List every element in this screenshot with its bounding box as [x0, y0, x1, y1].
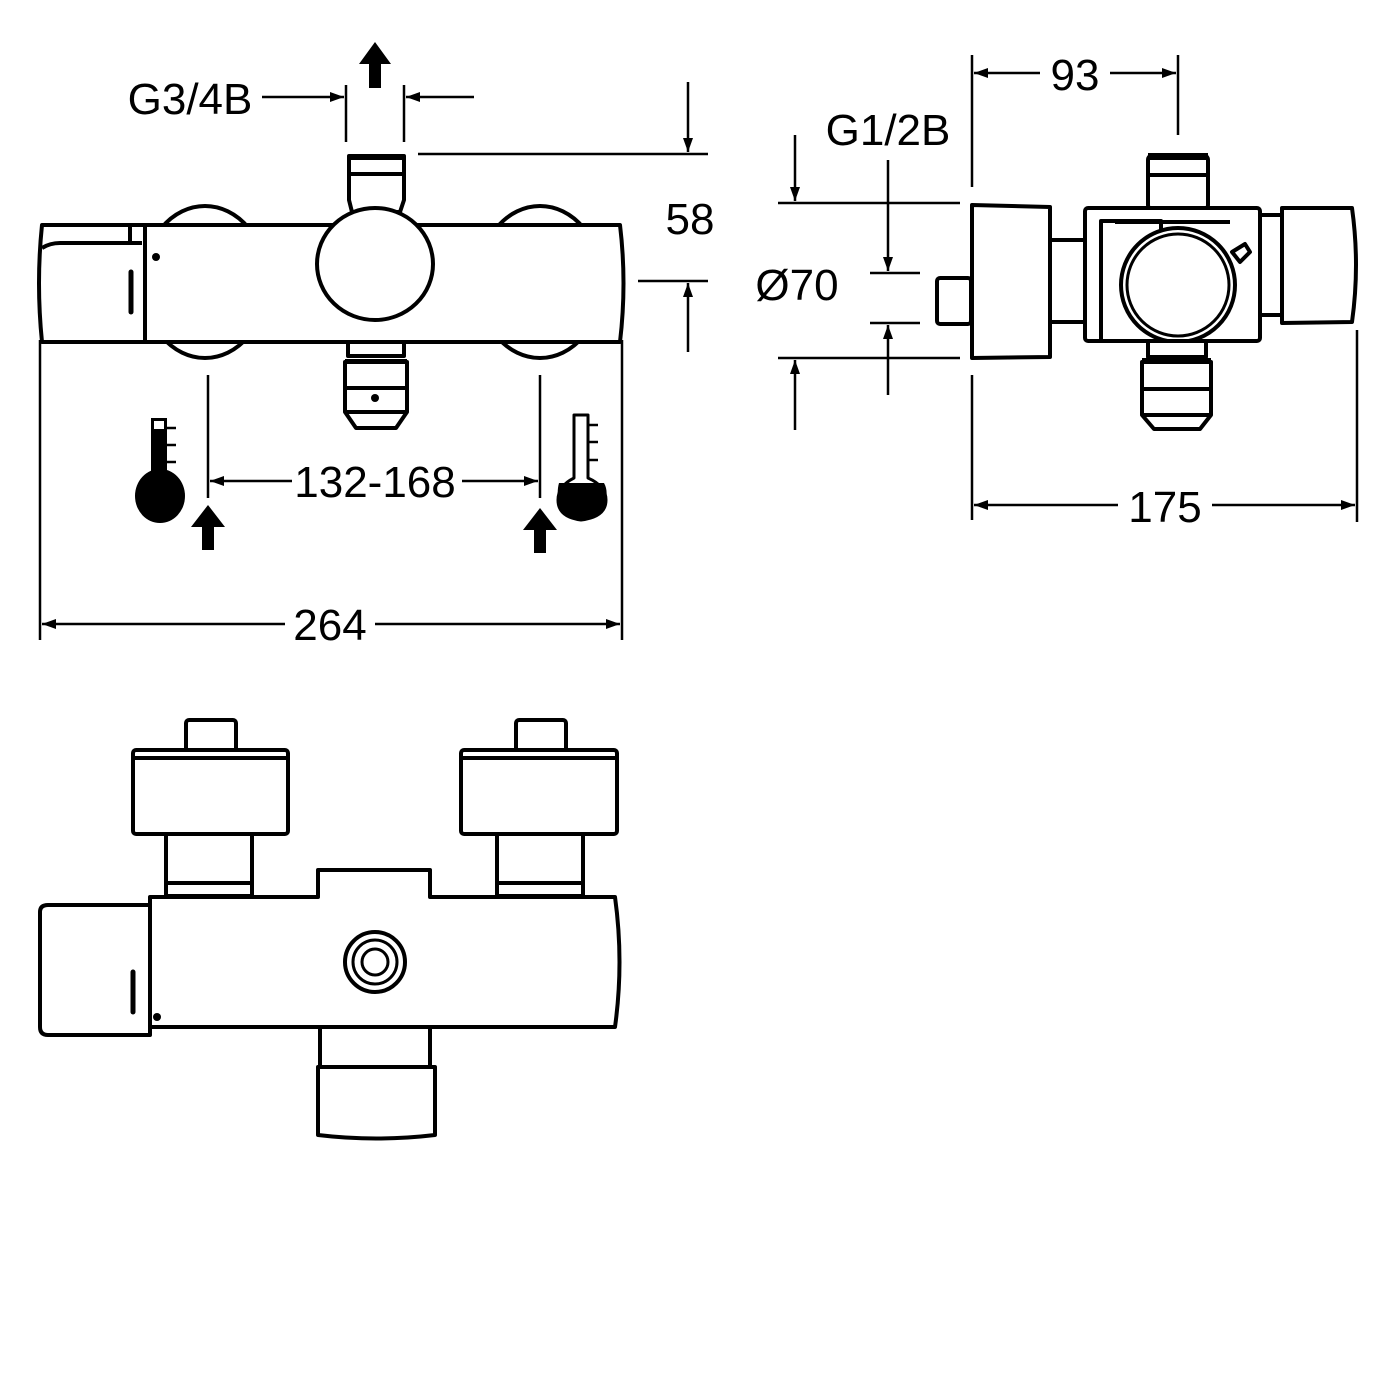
right-eccentric-nut [459, 748, 619, 836]
thermometer-hot-icon [135, 418, 185, 523]
flow-up-arrow-icon [359, 42, 391, 88]
depth-to-outlet-label: 93 [1051, 51, 1100, 100]
top-view [38, 718, 622, 1141]
height-dim-label: 58 [666, 195, 715, 244]
center-knob [315, 206, 435, 322]
bottom-outlet [343, 340, 409, 430]
side-top-outlet [1146, 153, 1210, 212]
top-outlet [347, 154, 406, 214]
side-stub [935, 276, 973, 326]
front-view: G3/4B 58 132-168 [37, 42, 715, 650]
top-handle [38, 903, 152, 1037]
overall-width-label: 264 [293, 601, 366, 650]
left-eccentric-nut [131, 748, 290, 836]
inlet-spacing-label: 132-168 [294, 458, 455, 507]
side-right-knob [1280, 206, 1358, 325]
side-left-handle [970, 203, 1052, 360]
side-center-ring [1119, 226, 1237, 344]
side-bottom-outlet [1140, 360, 1213, 431]
outlet-thread-label: G3/4B [128, 75, 253, 124]
side-view: 93 G1/2B Ø70 175 [755, 51, 1359, 532]
thermometer-cold-icon [556, 413, 608, 522]
bottom-knob [316, 1065, 437, 1141]
cold-inlet-arrow-icon [523, 508, 557, 553]
overall-depth-label: 175 [1128, 483, 1201, 532]
side-outlet-thread-label: G1/2B [826, 106, 951, 155]
diameter-label: Ø70 [755, 261, 838, 310]
hot-inlet-arrow-icon [191, 505, 225, 550]
